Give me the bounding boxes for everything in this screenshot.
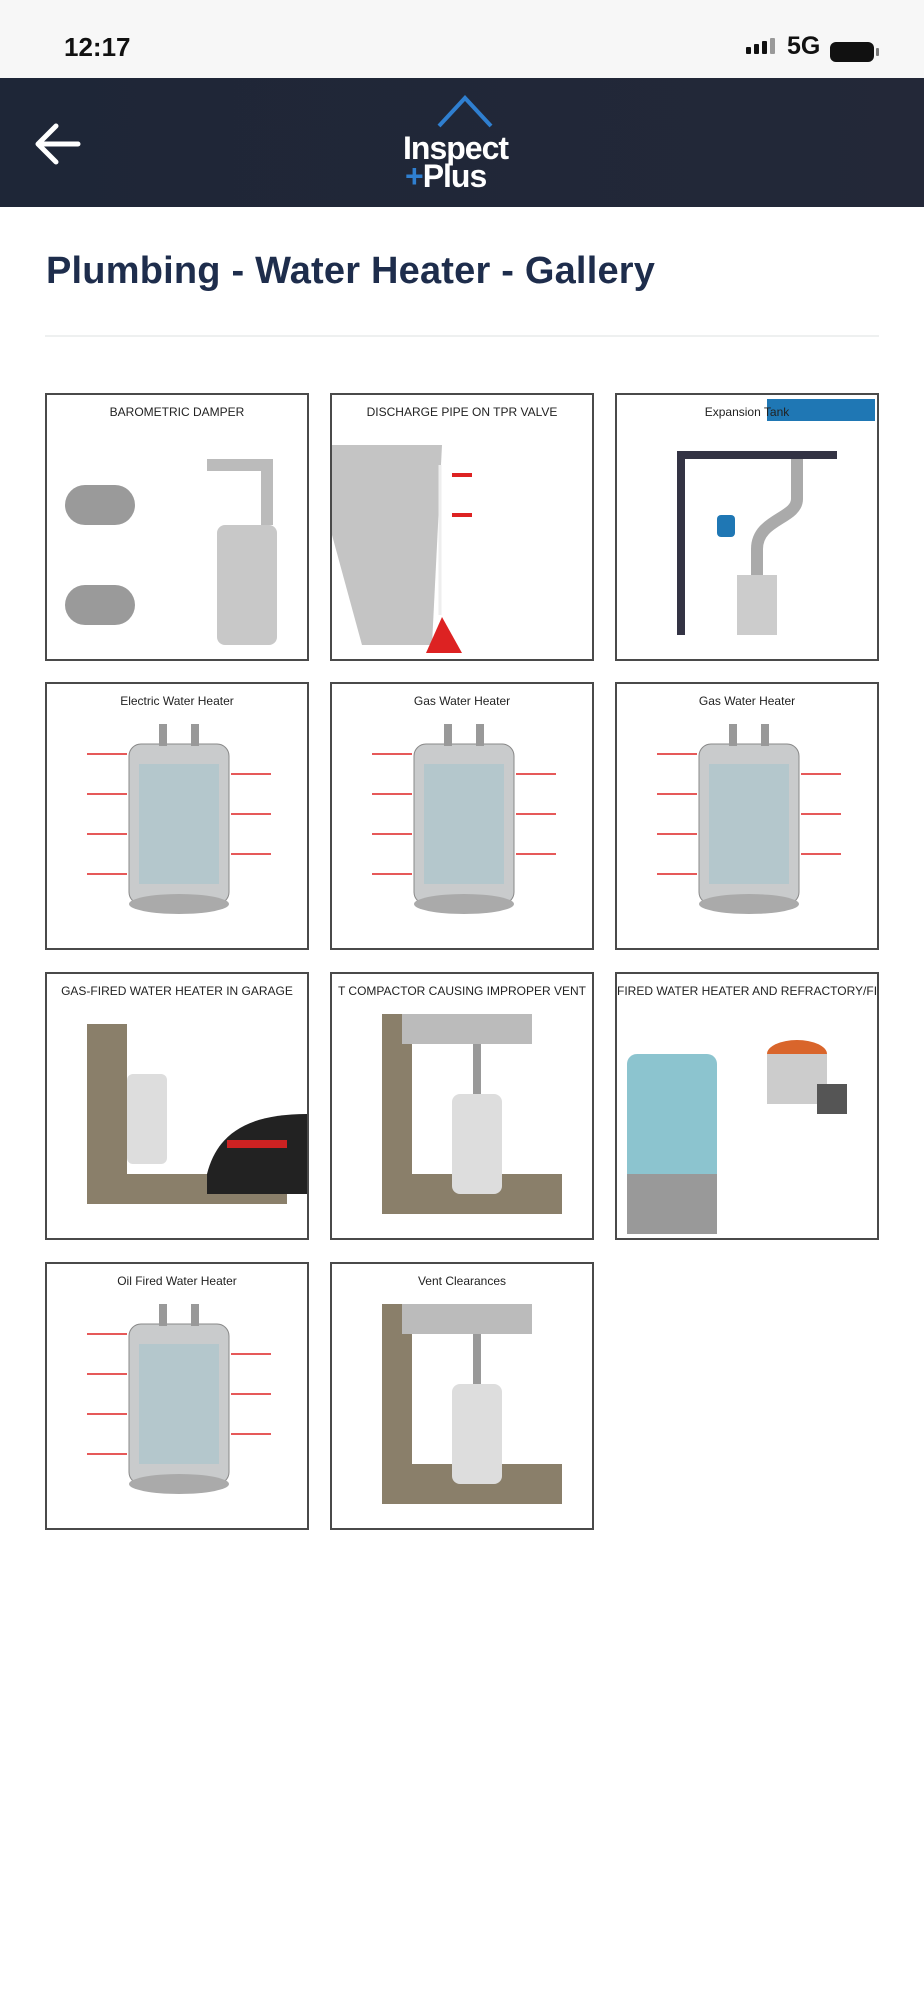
image-caption: T COMPACTOR CAUSING IMPROPER VENT [337, 984, 587, 998]
image-caption: Electric Water Heater [120, 694, 234, 708]
image-caption: Gas Water Heater [413, 694, 511, 708]
gallery-image[interactable]: Vent Clearances [330, 1262, 594, 1530]
water-heater-diagram [677, 399, 875, 635]
status-time: 12:17 [64, 32, 131, 62]
status-bar: 12:17 5G [0, 0, 924, 78]
image-caption: Vent Clearances [417, 1274, 507, 1288]
image-caption: Expansion Tank [704, 405, 790, 419]
battery-icon [830, 42, 879, 62]
gallery-image[interactable]: GAS-FIRED WATER HEATER IN GARAGE [45, 972, 309, 1240]
water-heater-diagram [382, 1014, 562, 1214]
water-heater-diagram [627, 1040, 847, 1234]
water-heater-diagram [87, 1024, 307, 1204]
water-heater-diagram [372, 724, 556, 914]
gallery-image[interactable]: Electric Water Heater [45, 682, 309, 950]
image-caption: Gas Water Heater [698, 694, 796, 708]
signal-icon [746, 38, 775, 54]
water-heater-diagram [657, 724, 841, 914]
gallery-image[interactable]: DISCHARGE PIPE ON TPR VALVE [330, 393, 594, 661]
gallery-image[interactable]: FIRED WATER HEATER AND REFRACTORY/FIRE [615, 972, 879, 1240]
gallery-image[interactable]: Expansion Tank [615, 393, 879, 661]
arrow-left-icon [35, 123, 81, 165]
water-heater-diagram [332, 445, 472, 653]
logo-text-inspect: Inspect [403, 130, 509, 166]
image-caption: DISCHARGE PIPE ON TPR VALVE [366, 405, 558, 419]
logo-plus-word: Plus [422, 158, 488, 194]
image-caption: GAS-FIRED WATER HEATER IN GARAGE [61, 984, 293, 998]
gallery-image[interactable]: Gas Water Heater [615, 682, 879, 950]
title-divider [45, 335, 879, 337]
water-heater-diagram [382, 1304, 562, 1504]
image-caption: Oil Fired Water Heater [117, 1274, 237, 1288]
water-heater-diagram [87, 1304, 271, 1494]
network-label: 5G [787, 32, 821, 60]
gallery-image[interactable]: BAROMETRIC DAMPER [45, 393, 309, 661]
roof-icon [437, 95, 493, 128]
logo-text-plus: +Plus [405, 158, 488, 194]
page-title: Plumbing - Water Heater - Gallery [46, 250, 656, 292]
image-caption: BAROMETRIC DAMPER [109, 405, 245, 419]
gallery-image[interactable]: Oil Fired Water Heater [45, 1262, 309, 1530]
water-heater-diagram [87, 724, 271, 914]
app-header: Inspect +Plus [0, 78, 924, 207]
inspect-plus-logo: Inspect +Plus [395, 94, 535, 194]
gallery-image[interactable]: Gas Water Heater [330, 682, 594, 950]
gallery-image[interactable]: T COMPACTOR CAUSING IMPROPER VENT [330, 972, 594, 1240]
back-button[interactable] [30, 114, 90, 174]
image-caption: FIRED WATER HEATER AND REFRACTORY/FIRE [617, 984, 879, 998]
water-heater-diagram [65, 459, 277, 645]
